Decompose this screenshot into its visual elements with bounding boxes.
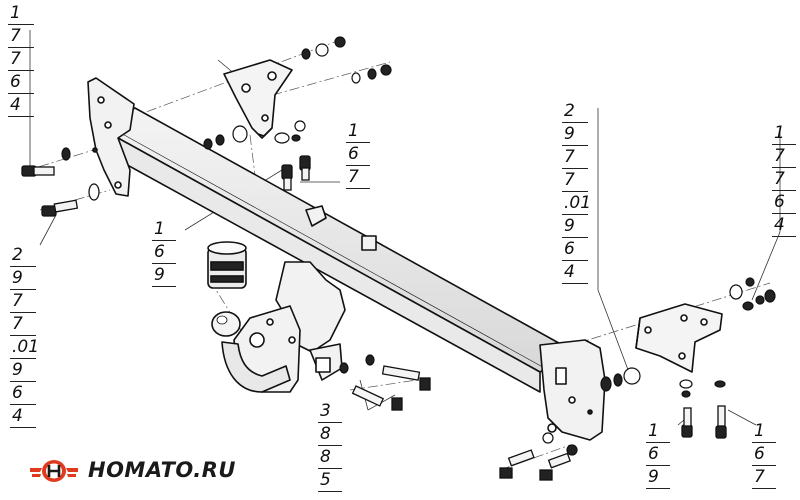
callout-c9-item: 1	[752, 420, 776, 443]
callout-c1-item: 7	[8, 25, 34, 48]
callout-c7-item: 5	[318, 469, 342, 492]
callout-c7-item: 8	[318, 423, 342, 446]
callout-c2-item: 9	[10, 267, 36, 290]
callout-c6-item: 6	[772, 191, 796, 214]
callout-c2-item: .01	[10, 337, 40, 359]
callout-c7-item: 3	[318, 400, 342, 423]
callout-c1-item: 1	[8, 2, 34, 25]
callout-c2: 2 9 7 7 .01 9 6 4	[10, 244, 40, 428]
callout-c6-item: 7	[772, 145, 796, 168]
callout-c5-item: 9	[562, 215, 588, 238]
callout-c8-item: 1	[646, 420, 670, 443]
callout-c3-item: 9	[152, 264, 176, 287]
callout-c5-item: 6	[562, 238, 588, 261]
bolt-bottom-1	[499, 449, 535, 479]
bolt-top-1	[281, 164, 293, 191]
bolt-center-1	[351, 385, 403, 411]
bolt-bottom-2	[539, 452, 571, 481]
bolt-left-upper	[21, 165, 55, 177]
bolt-top-2	[299, 155, 311, 181]
callout-c2-item: 7	[10, 290, 36, 313]
brand-name: HOMATO.RU	[88, 458, 236, 482]
bolt-right-1	[681, 407, 693, 438]
callout-c2-item: 9	[10, 359, 36, 382]
bolt-right-2	[715, 405, 727, 439]
callout-c1-item: 7	[8, 48, 34, 71]
bolt-left-lower	[41, 199, 79, 217]
callout-c4-item: 1	[346, 120, 370, 143]
left-mounting-plate	[87, 77, 135, 197]
callout-c5-item: 4	[562, 261, 588, 284]
callout-c3-item: 6	[152, 241, 176, 264]
callout-c2-item: 6	[10, 382, 36, 405]
right-bracket	[635, 303, 723, 373]
callout-c7: 3 8 8 5	[318, 400, 342, 492]
callout-c5-item: 2	[562, 100, 588, 123]
callout-c8-item: 9	[646, 466, 670, 489]
site-logo[interactable]: HOMATO.RU	[28, 452, 236, 488]
callout-c5-item: 7	[562, 169, 588, 192]
callout-c4-item: 7	[346, 166, 370, 189]
callout-c3-item: 1	[152, 218, 176, 241]
callout-c5-item: .01	[562, 193, 592, 215]
leader-lines	[29, 30, 781, 426]
callout-c2-item: 7	[10, 313, 36, 336]
callout-c4: 1 6 7	[346, 120, 370, 189]
callout-c1: 1 7 7 6 4	[8, 2, 34, 117]
callout-c4-item: 6	[346, 143, 370, 166]
bolts	[21, 155, 727, 481]
callout-c9: 1 6 7	[752, 420, 776, 489]
callout-c6-item: 4	[772, 214, 796, 237]
callout-c5-item: 7	[562, 146, 588, 169]
ball-cover	[207, 241, 247, 289]
tow-ball	[211, 311, 291, 393]
nuts-and-washers	[61, 36, 776, 456]
callout-c6-item: 1	[772, 122, 796, 145]
callout-c1-item: 6	[8, 71, 34, 94]
callout-c7-item: 8	[318, 446, 342, 469]
callout-c2-item: 4	[10, 405, 36, 428]
callout-c1-item: 4	[8, 94, 34, 117]
callout-c5: 2 9 7 7 .01 9 6 4	[562, 100, 592, 284]
callout-c5-item: 9	[562, 123, 588, 146]
callout-c6: 1 7 7 6 4	[772, 122, 796, 237]
winged-car-logo-icon	[30, 460, 78, 482]
bolt-center-2	[381, 365, 431, 391]
callout-c3: 1 6 9	[152, 218, 176, 287]
callout-c8: 1 6 9	[646, 420, 670, 489]
top-left-bracket	[223, 59, 293, 139]
right-mounting-plate	[539, 339, 606, 441]
callout-c2-item: 2	[10, 244, 36, 267]
callout-c9-item: 7	[752, 466, 776, 489]
callout-c9-item: 6	[752, 443, 776, 466]
callout-c6-item: 7	[772, 168, 796, 191]
callout-c8-item: 6	[646, 443, 670, 466]
